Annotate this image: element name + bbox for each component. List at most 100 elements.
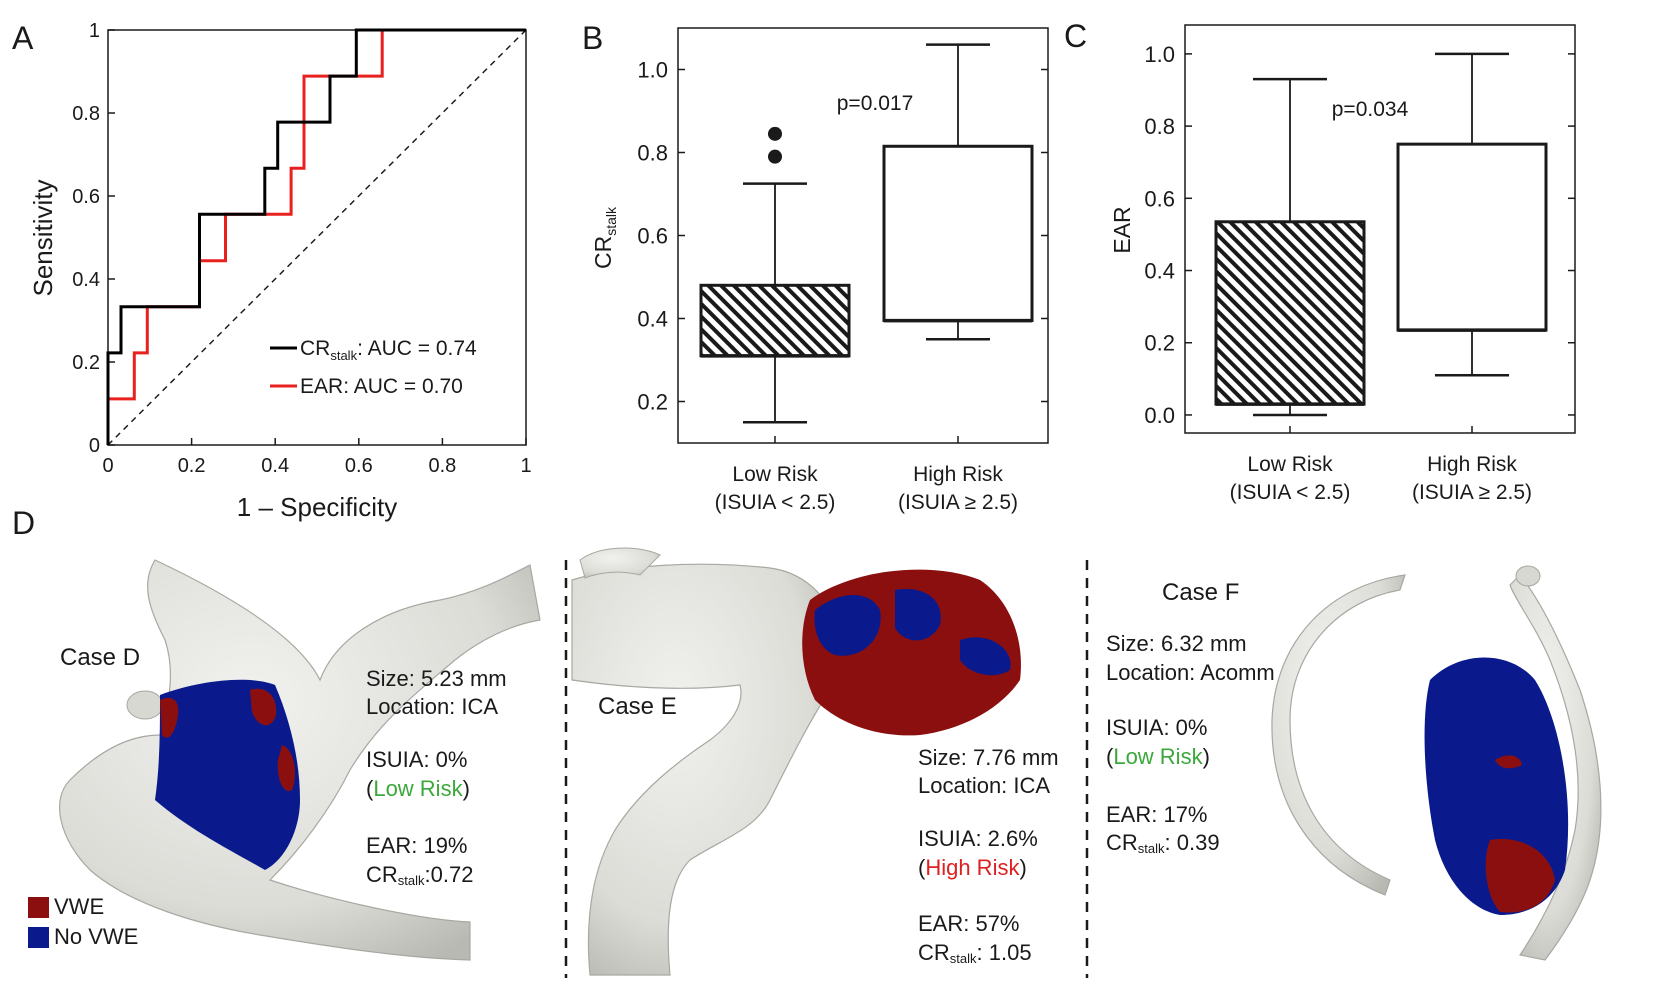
case-d-risk: (Low Risk) [366,776,470,801]
case-e-vessel-model [571,547,1021,976]
roc-x-tick-label: 0 [102,455,113,477]
box-y-tick-label: 0.0 [1144,403,1175,428]
box-iqr-hatched [1214,220,1366,406]
panel-letter-d: D [12,505,36,541]
legend-swatch-vwe [28,897,49,918]
case-d-aneurysm-no-vwe [155,679,300,870]
case-f-size: Size: 6.32 mm [1106,631,1247,656]
panel-letter-c: C [1064,18,1088,54]
legend-label-vwe: VWE [54,894,105,919]
box-group-sublabel: (ISUIA < 2.5) [1230,481,1351,504]
case-e-size: Size: 7.76 mm [918,745,1059,770]
box-iqr-hatched [699,283,851,358]
legend-swatch-no-vwe [28,927,49,948]
box-plot-b-y-axis-label: CRstalk [590,206,619,269]
case-d-ear: EAR: 19% [366,833,468,858]
case-d-isuia: ISUIA: 0% [366,747,468,772]
case-d-vwe-region-2 [250,688,277,726]
box-group-label: High Risk [1427,453,1517,476]
box-group-sublabel: (ISUIA < 2.5) [715,491,836,514]
box-y-tick-label: 0.6 [1144,186,1175,211]
roc-curve-cr-stalk [106,28,526,445]
case-f-vwe-region-2 [1495,755,1522,769]
roc-x-tick-label: 0.6 [345,455,373,477]
box-outlier-point [768,126,782,141]
case-f-vessel-model [1271,565,1602,961]
panel-letter-a: A [12,20,34,56]
case-e-no-vwe-region-1 [814,595,881,656]
box-iqr [1396,142,1548,332]
case-f-title: Case F [1162,579,1240,606]
case-d-location: Location: ICA [366,694,499,719]
box-iqr [882,144,1034,323]
case-f-vessel-left-loop [1271,574,1406,896]
legend-label-cr-stalk: CRstalk: AUC = 0.74 [300,337,477,363]
case-e-risk: (High Risk) [918,855,1027,880]
case-f-vessel-right-branch [1509,574,1602,961]
case-e-vessel-surface [571,563,831,976]
case-e-no-vwe-region-2 [895,589,941,641]
box-y-tick-label: 0.2 [637,390,668,415]
roc-y-tick-label: 0.8 [72,103,100,125]
box-y-tick-label: 0.4 [637,307,668,332]
roc-x-axis-label: 1 – Specificity [237,492,397,522]
case-d-vessel-branch [126,690,164,720]
case-d-cr-stalk: CRstalk:0.72 [366,862,474,888]
case-f-isuia: ISUIA: 0% [1106,715,1208,740]
case-f-risk: (Low Risk) [1106,744,1210,769]
case-f-vessel-tip [1515,565,1541,587]
box-y-tick-label: 0.8 [637,141,668,166]
box-y-tick-label: 1.0 [637,58,668,83]
roc-x-tick-label: 0.2 [178,455,206,477]
box-y-tick-label: 0.6 [637,224,668,249]
case-d-title: Case D [60,644,141,671]
legend-label-no-vwe: No VWE [54,924,139,949]
case-f-location: Location: Acomm [1106,660,1275,685]
roc-y-tick-label: 0 [89,435,100,457]
case-d-vwe-region-3 [277,745,295,791]
case-e-no-vwe-region-3 [960,637,1011,676]
legend-label-ear: EAR: AUC = 0.70 [300,375,463,398]
roc-y-tick-label: 0.4 [72,269,100,291]
roc-y-tick-label: 0.6 [72,186,100,208]
roc-y-tick-label: 0.2 [72,352,100,374]
roc-y-axis-label: Sensitivity [28,179,58,296]
box-outlier-point [768,149,782,164]
box-y-tick-label: 1.0 [1144,42,1175,67]
case-e-location: Location: ICA [918,773,1051,798]
case-f-cr-stalk: CRstalk: 0.39 [1106,830,1220,856]
case-e-isuia: ISUIA: 2.6% [918,826,1038,851]
case-e-ear: EAR: 57% [918,911,1020,936]
box-y-tick-label: 0.4 [1144,259,1175,284]
box-plot-b-p-value: p=0.017 [837,92,914,115]
case-e-title: Case E [598,693,677,720]
roc-x-tick-label: 0.4 [261,455,289,477]
box-plot-c-p-value: p=0.034 [1332,98,1409,121]
box-group-label: Low Risk [1247,453,1333,476]
case-f-ear: EAR: 17% [1106,802,1208,827]
roc-y-tick-label: 1 [89,20,100,42]
roc-x-tick-label: 0.8 [428,455,456,477]
roc-plot-frame [107,29,527,446]
box-group-label: High Risk [913,463,1003,486]
box-y-tick-label: 0.8 [1144,114,1175,139]
box-plot-c-frame [1184,24,1576,434]
box-plot-c-y-axis-label: EAR [1109,206,1135,253]
case-d-size: Size: 5.23 mm [366,666,507,691]
roc-legend: CRstalk: AUC = 0.74 EAR: AUC = 0.70 [270,337,477,398]
case-d-vessel-model [59,559,541,961]
case-f-vwe-region-1 [1485,839,1555,913]
case-d-vessel-surface [59,559,541,961]
box-group-label: Low Risk [732,463,818,486]
box-group-sublabel: (ISUIA ≥ 2.5) [1412,481,1532,504]
box-y-tick-label: 0.2 [1144,331,1175,356]
case-d-vwe-region-1 [160,697,179,738]
panel-letter-b: B [582,20,604,56]
case-e-vessel-branch [579,547,661,579]
